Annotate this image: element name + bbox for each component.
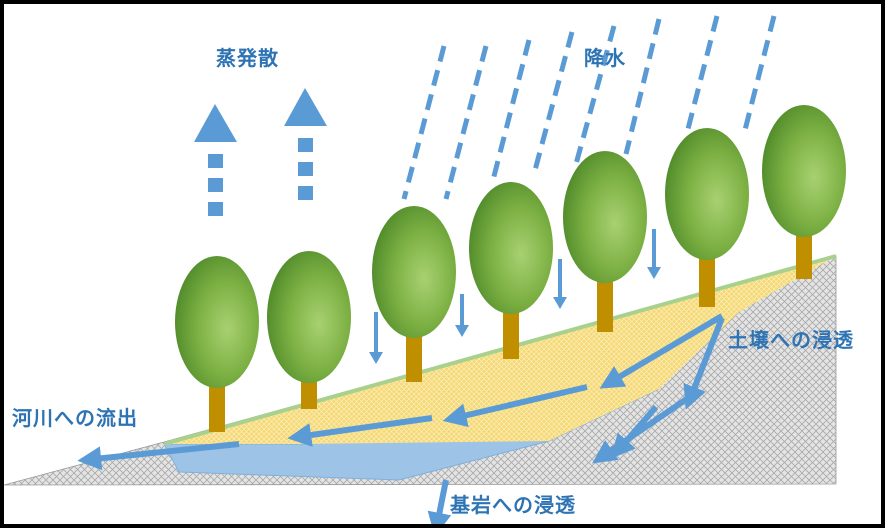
tree-icon [372,206,456,382]
tree-icon [762,105,846,279]
diagram-canvas: 蒸発散 降水 土壌への浸透 河川への流出 基岩への浸透 [4,4,881,524]
tree-icon [267,251,351,409]
down-arrow-icon [455,294,469,337]
river-outflow-label: 河川への流出 [12,406,138,430]
rain-streak-icon [401,15,777,200]
precipitation-label: 降水 [584,46,626,70]
flow-arrow-icon [592,391,696,464]
water-cycle-diagram [4,15,846,524]
down-arrow-icon [647,229,661,279]
flow-arrow-icon [427,479,452,524]
down-arrow-icon [553,259,567,309]
bedrock-infiltration-label: 基岩への浸透 [450,493,576,517]
tree-icon [665,128,749,307]
flow-arrow-icon [683,316,725,410]
evaporation-label: 蒸発散 [216,46,279,70]
flow-arrow-icon [442,384,588,428]
down-arrow-icon [369,312,383,364]
flow-arrow-icon [77,441,240,471]
flow-arrow-icon [287,415,433,447]
soil-infiltration-label: 土壌への浸透 [728,328,854,352]
ground-surface [163,254,837,446]
flow-arrow-icon [599,313,724,389]
tree-icon [469,182,553,359]
tree-icon [563,151,647,332]
up-arrow-icon [194,104,237,216]
tree-icon [175,256,259,432]
up-arrow-icon [284,88,327,200]
